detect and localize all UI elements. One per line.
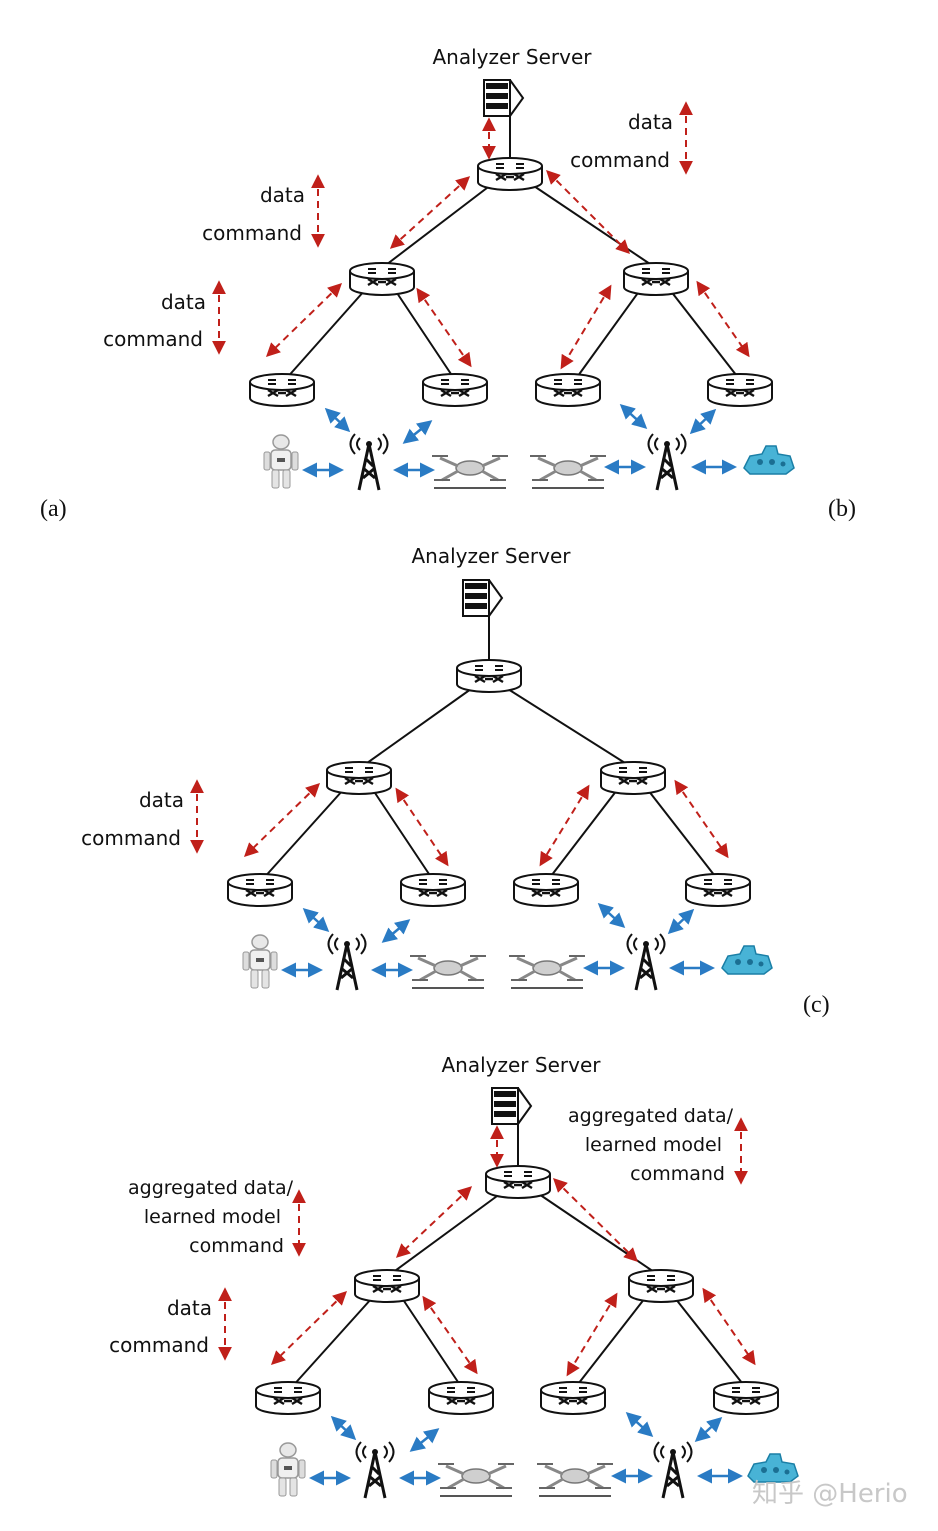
cell-tower-icon xyxy=(647,432,687,492)
router-icon xyxy=(599,760,667,796)
svg-text:command: command xyxy=(109,1333,209,1357)
router-icon xyxy=(706,372,774,408)
svg-text:data: data xyxy=(628,110,673,134)
drone-icon xyxy=(507,954,587,990)
svg-text:data: data xyxy=(161,290,206,314)
annotation-data-command: data command xyxy=(81,779,204,854)
svg-text:command: command xyxy=(189,1235,284,1257)
annotation-data-command: data command xyxy=(202,174,325,248)
router-icon xyxy=(248,372,316,408)
router-icon xyxy=(254,1380,322,1416)
panel-label-c: (c) xyxy=(803,992,830,1018)
server-title: Analyzer Server xyxy=(442,1053,602,1077)
router-icon xyxy=(712,1380,780,1416)
robot-icon xyxy=(242,934,278,989)
svg-text:data: data xyxy=(260,183,305,207)
drone-icon xyxy=(535,1462,615,1498)
submarine-icon xyxy=(743,445,795,475)
router-icon xyxy=(627,1268,695,1304)
panel-a-b: Analyzer Server data command data xyxy=(40,45,856,522)
svg-text:command: command xyxy=(630,1163,725,1185)
svg-text:aggregated data/: aggregated data/ xyxy=(568,1105,734,1127)
svg-text:command: command xyxy=(570,148,670,172)
annotation-aggregated: aggregated data/ learned model command xyxy=(568,1105,748,1185)
svg-text:command: command xyxy=(103,327,203,351)
robot-icon xyxy=(270,1442,306,1497)
cell-tower-icon xyxy=(327,932,367,992)
server-icon xyxy=(462,579,503,617)
server-icon xyxy=(483,79,524,117)
annotation-data-command: data command xyxy=(570,101,693,175)
router-icon xyxy=(484,1164,552,1200)
cell-tower-icon xyxy=(653,1440,693,1500)
svg-text:data: data xyxy=(139,788,184,812)
router-icon xyxy=(353,1268,421,1304)
annotation-aggregated: aggregated data/ learned model command xyxy=(128,1177,306,1257)
router-icon xyxy=(399,872,467,908)
watermark: 知乎 @Herio xyxy=(752,1479,908,1509)
cell-tower-icon xyxy=(626,932,666,992)
svg-text:aggregated data/: aggregated data/ xyxy=(128,1177,294,1199)
svg-text:command: command xyxy=(81,826,181,850)
panel-d: Analyzer Server aggregated data/ learned… xyxy=(109,1053,799,1500)
svg-text:data: data xyxy=(167,1296,212,1320)
annotation-data-command: data command xyxy=(103,280,226,355)
drone-icon xyxy=(528,454,608,490)
submarine-icon xyxy=(721,945,773,975)
router-icon xyxy=(622,261,690,297)
panel-label-b: (b) xyxy=(828,496,856,522)
drone-icon xyxy=(436,1462,516,1498)
router-icon xyxy=(684,872,752,908)
drone-icon xyxy=(430,454,510,490)
cell-tower-icon xyxy=(355,1440,395,1500)
router-icon xyxy=(539,1380,607,1416)
router-icon xyxy=(427,1380,495,1416)
drone-icon xyxy=(408,954,488,990)
panel-c: Analyzer Server data command xyxy=(81,544,829,1018)
panel-label-a: (a) xyxy=(40,496,67,522)
annotation-data-command: data command xyxy=(109,1287,232,1361)
svg-text:learned model: learned model xyxy=(144,1206,281,1228)
server-title: Analyzer Server xyxy=(433,45,593,69)
router-icon xyxy=(348,261,416,297)
cell-tower-icon xyxy=(349,432,389,492)
router-icon xyxy=(325,760,393,796)
router-icon xyxy=(226,872,294,908)
router-icon xyxy=(455,658,523,694)
svg-text:learned model: learned model xyxy=(585,1134,722,1156)
robot-icon xyxy=(263,434,299,489)
server-icon xyxy=(491,1087,532,1125)
server-title: Analyzer Server xyxy=(412,544,572,568)
submarine-icon xyxy=(747,1453,799,1483)
router-icon xyxy=(534,372,602,408)
svg-text:command: command xyxy=(202,221,302,245)
router-icon xyxy=(476,156,544,192)
router-icon xyxy=(512,872,580,908)
router-icon xyxy=(421,372,489,408)
